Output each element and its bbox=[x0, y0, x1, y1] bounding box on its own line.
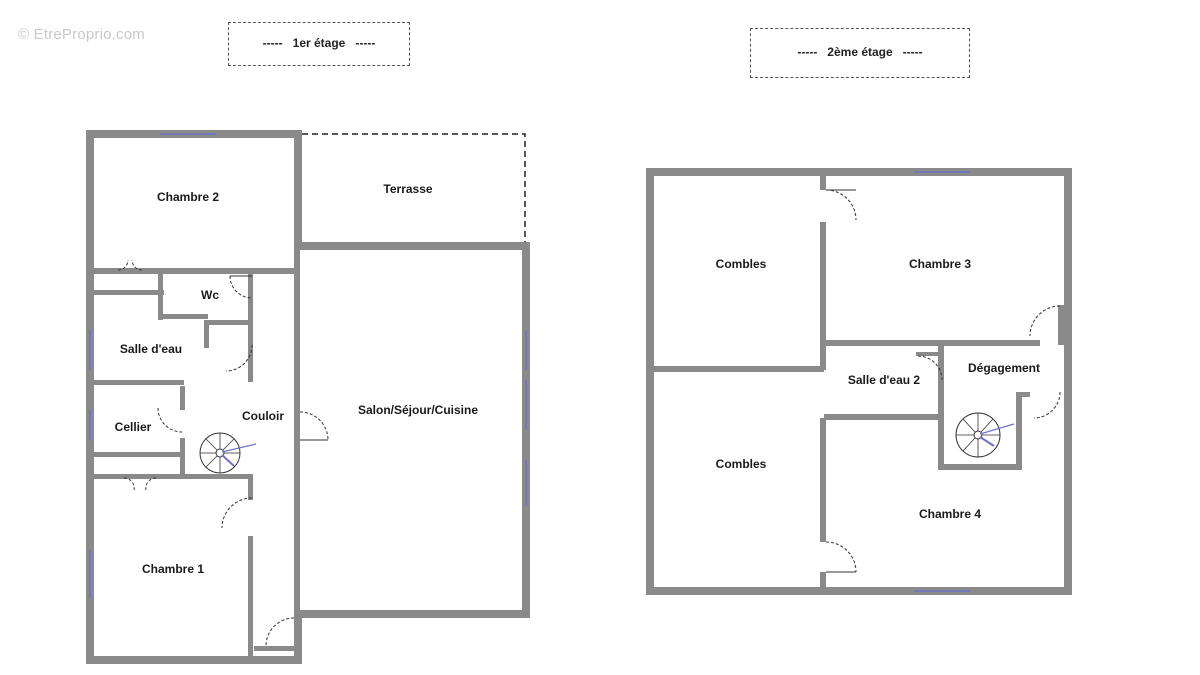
f1-door-salon bbox=[299, 411, 329, 441]
floor-1-title: ----- 1er étage ----- bbox=[228, 22, 410, 66]
f2-wall-stair-left bbox=[938, 414, 944, 470]
f1-wall-left bbox=[86, 130, 94, 664]
f2-wall-combles-right-low bbox=[820, 418, 826, 542]
room-wc: Wc bbox=[201, 288, 219, 302]
f1-wall-wc-left bbox=[158, 274, 163, 320]
f1-door-salle-eau bbox=[225, 344, 253, 372]
f1-wall-cellier-right2 bbox=[180, 438, 185, 476]
f2-wall-sde2-right bbox=[938, 344, 944, 414]
f2-wall-chambre3-bottom bbox=[824, 340, 1040, 346]
f2-wall-stair-top bbox=[1016, 392, 1030, 397]
f2-door-combles-bottom bbox=[825, 541, 857, 573]
floor-1-plan: Chambre 2 Terrasse Wc Salle d'eau Cellie… bbox=[86, 130, 530, 664]
f1-wall-wc-bottom bbox=[158, 314, 208, 319]
room-terrasse: Terrasse bbox=[383, 182, 432, 196]
room-salon-sejour-cuisine: Salon/Séjour/Cuisine bbox=[358, 403, 478, 417]
f1-door-closet-1 bbox=[117, 259, 129, 271]
f1-wall-shower-left bbox=[204, 320, 209, 348]
f1-wall-closet2-bottom bbox=[94, 474, 252, 479]
f2-door-chambre3 bbox=[1029, 305, 1061, 337]
f2-wall-bottom bbox=[646, 587, 1072, 595]
room-salle-d-eau: Salle d'eau bbox=[120, 342, 182, 356]
f2-wall-top bbox=[646, 168, 1072, 176]
f2-door-combles-top bbox=[825, 189, 857, 221]
room-chambre-4: Chambre 4 bbox=[919, 507, 981, 521]
room-cellier: Cellier bbox=[115, 420, 152, 434]
room-combles-top: Combles bbox=[716, 257, 767, 271]
f1-wall-hall-left bbox=[248, 274, 253, 382]
f1-wall-bottom-right bbox=[294, 610, 530, 618]
room-salle-d-eau-2: Salle d'eau 2 bbox=[848, 373, 921, 387]
f1-door-closet-2 bbox=[131, 259, 143, 271]
f2-spiral-staircase bbox=[955, 412, 1015, 458]
f1-terrace-outline bbox=[302, 133, 526, 242]
f1-wall-hall-bottom bbox=[254, 646, 294, 651]
room-chambre-3: Chambre 3 bbox=[909, 257, 971, 271]
f2-wall-combles-right-mid bbox=[820, 222, 826, 370]
f1-wall-right-chambre2 bbox=[294, 130, 302, 250]
f1-door-chambre1 bbox=[221, 497, 253, 529]
room-chambre-2: Chambre 2 bbox=[157, 190, 219, 204]
f2-wall-left bbox=[646, 168, 654, 595]
f1-wall-chambre2-bottom bbox=[94, 268, 294, 274]
room-couloir: Couloir bbox=[242, 409, 284, 423]
f1-wall-closet-bottom bbox=[94, 290, 164, 295]
f1-wall-terrace-bottom bbox=[294, 242, 530, 250]
f1-door-hall bbox=[265, 617, 295, 647]
f1-wall-chambre1-right bbox=[248, 474, 253, 500]
f1-wall-lower-step bbox=[294, 610, 302, 664]
f1-wall-bottom-left bbox=[86, 656, 302, 664]
watermark-logo: © EtreProprio.com bbox=[18, 26, 145, 43]
f2-wall-sde2-top-stub bbox=[916, 352, 942, 356]
room-combles-bottom: Combles bbox=[716, 457, 767, 471]
f1-wall-salon-left bbox=[294, 250, 300, 610]
f1-wall-cellier-right bbox=[180, 386, 185, 410]
floor-2-plan: Combles Chambre 3 Salle d'eau 2 Dégageme… bbox=[646, 168, 1072, 595]
f1-wall-cellier-bottom bbox=[94, 452, 182, 457]
f2-wall-sde2-bottom bbox=[824, 414, 944, 420]
f2-wall-deg-right bbox=[1058, 305, 1064, 345]
f2-wall-combles-right-bottom bbox=[820, 572, 826, 588]
f1-spiral-staircase bbox=[199, 432, 257, 474]
f2-wall-stair-right bbox=[1016, 392, 1022, 470]
f2-wall-stair-bottom bbox=[938, 464, 1022, 470]
f2-wall-combles-divider bbox=[654, 366, 824, 372]
floor-2-title: ----- 2ème étage ----- bbox=[750, 28, 970, 78]
f2-wall-combles-right-top bbox=[820, 176, 826, 190]
f1-door-wc bbox=[229, 275, 253, 299]
f2-wall-right bbox=[1064, 168, 1072, 595]
f1-door-closet-3 bbox=[123, 477, 135, 491]
f1-wall-salle-bottom bbox=[94, 380, 184, 385]
f1-wall-chambre1-right2 bbox=[248, 536, 253, 660]
room-chambre-1: Chambre 1 bbox=[142, 562, 204, 576]
room-degagement: Dégagement bbox=[968, 361, 1040, 375]
f1-wall-shower-box bbox=[204, 320, 252, 325]
f1-door-closet-4 bbox=[145, 477, 157, 491]
f1-door-cellier bbox=[157, 407, 183, 433]
f2-door-chambre4 bbox=[1033, 391, 1061, 419]
